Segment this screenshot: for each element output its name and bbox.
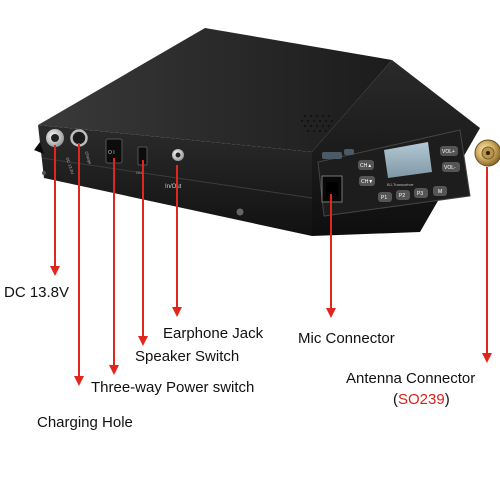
label-dc: DC 13.8V xyxy=(4,284,70,301)
inout-label: In/Out xyxy=(165,184,182,190)
arrow-charging xyxy=(74,376,84,386)
antenna-model-open: ( xyxy=(393,391,398,408)
key-p1[interactable] xyxy=(378,192,392,202)
brand-label: BJ-Transceiver xyxy=(387,182,414,187)
charge-port-label: Charge xyxy=(84,151,93,166)
arrow-earphone xyxy=(172,307,182,317)
lcd-screen xyxy=(384,142,432,178)
vent-holes xyxy=(300,114,334,133)
key-m[interactable] xyxy=(433,186,447,196)
svg-text:P3: P3 xyxy=(417,191,423,197)
screw xyxy=(42,171,46,175)
speaker-mark: OUT xyxy=(136,170,145,175)
svg-text:VOL+: VOL+ xyxy=(442,149,455,155)
label-mic: Mic Connector xyxy=(298,330,395,347)
key-p3[interactable] xyxy=(414,188,428,198)
key-vol-up[interactable] xyxy=(440,146,458,156)
key-p2[interactable] xyxy=(396,190,410,200)
leader-lines xyxy=(50,143,492,386)
label-antenna-model: (SO239) xyxy=(393,391,450,409)
arrow-power xyxy=(109,365,119,375)
antenna-model-text: SO239 xyxy=(398,391,445,408)
label-speaker: Speaker Switch xyxy=(135,348,240,365)
label-earphone: Earphone Jack xyxy=(163,325,264,342)
key-vol-down[interactable] xyxy=(442,162,460,172)
front-keys: CH▲ CH▼ P1 P2 P3 M VOL+ VOL- xyxy=(322,146,460,202)
rear-ports: DC 13.8V Charge O I OUT In/Out xyxy=(34,129,184,190)
svg-text:CH▲: CH▲ xyxy=(360,163,372,169)
svg-text:M: M xyxy=(438,189,442,195)
switch-marks: O I xyxy=(108,150,115,156)
label-antenna: Antenna Connector xyxy=(346,370,476,387)
arrow-speaker xyxy=(138,336,148,346)
arrow-mic xyxy=(326,308,336,318)
key-ch-down[interactable] xyxy=(359,176,375,186)
svg-text:VOL-: VOL- xyxy=(444,165,456,171)
dc-port-label: DC 13.8V xyxy=(65,157,75,175)
label-power: Three-way Power switch xyxy=(91,379,255,396)
indicator-keys xyxy=(322,152,342,159)
antenna-model-close: ) xyxy=(444,391,450,408)
arrow-dc xyxy=(50,266,60,276)
svg-text:P2: P2 xyxy=(399,193,405,199)
label-charging: Charging Hole xyxy=(37,414,133,431)
svg-text:P1: P1 xyxy=(381,195,387,201)
radio-body xyxy=(38,28,480,236)
svg-text:CH▼: CH▼ xyxy=(361,179,373,185)
screw xyxy=(236,208,244,216)
arrow-antenna xyxy=(482,353,492,363)
radio-top-surface xyxy=(38,28,392,152)
key-ch-up[interactable] xyxy=(358,160,374,170)
front-controls: BJ-Transceiver CH▲ CH▼ P1 P2 P3 M VOL+ V… xyxy=(321,139,500,203)
